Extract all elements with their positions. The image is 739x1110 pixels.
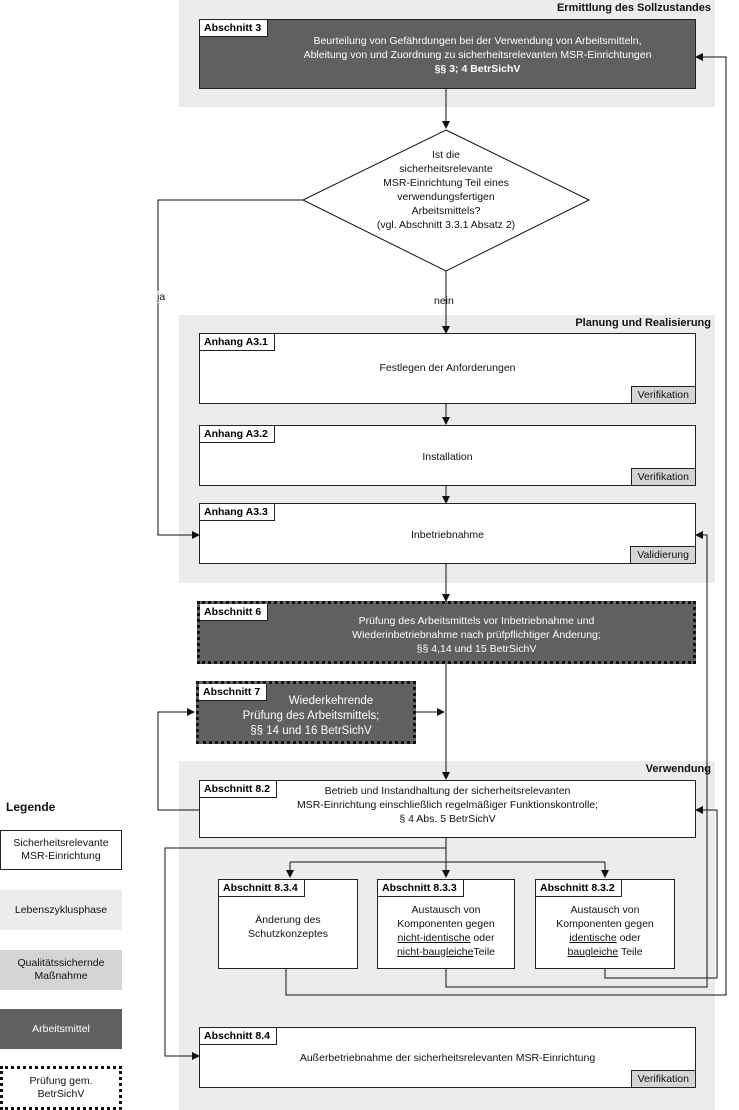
decision-line-4: verwendungsfertigen [397,191,495,203]
anhang-a33-tag: Anhang A3.3 [200,504,275,521]
abschnitt-834-tag: Abschnitt 8.3.4 [219,880,305,897]
decision-line-2: sicherheitsrelevante [399,163,493,175]
legend-item-msr-einrichtung: Sicherheitsrelevante MSR-Einrichtung [0,830,122,870]
abschnitt-7-line-1: Wiederkehrende [288,695,374,707]
abschnitt-832-underlined-1: identische [569,932,617,944]
label-ja: ja [155,291,168,303]
legend-item-1-line-1: Sicherheitsrelevante [13,837,109,849]
anhang-a31-text: Festlegen der Anforderungen [379,362,516,374]
legend-item-2-label: Lebenszyklusphase [14,903,108,916]
abschnitt-832-text-1: oder [616,932,641,944]
phase-title-planung: Planung und Realisierung [575,317,711,329]
anhang-a33-text: Inbetriebnahme [411,529,484,541]
abschnitt-833-line-1: Austausch von [411,904,481,916]
abschnitt-3-tag: Abschnitt 3 [200,20,269,37]
abschnitt-3-line-3: §§ 3; 4 BetrSichV [434,63,521,75]
abschnitt-832-text: Austausch von Komponenten gegen identisc… [536,903,674,959]
abschnitt-834-text: Änderung des Schutzkonzeptes [219,913,357,941]
label-nein: nein [434,295,454,307]
abschnitt-3-line-2: Ableitung von und Zuordnung zu sicherhei… [303,49,652,61]
abschnitt-3-box: Abschnitt 3 Beurteilung von Gefährdungen… [199,19,696,89]
abschnitt-7-line-3: §§ 14 und 16 BetrSichV [250,725,372,737]
legend-item-3-line-1: Qualitätssichernde [17,957,105,969]
decision-line-6: (vgl. Abschnitt 3.3.1 Absatz 2) [376,219,516,231]
legend-item-pruefung: Prüfung gem. BetrSichV [0,1066,122,1110]
phase-title-ermittlung: Ermittlung des Sollzustandes [556,2,711,14]
abschnitt-6-tag: Abschnitt 6 [200,604,269,621]
abschnitt-832-box: Abschnitt 8.3.2 Austausch von Komponente… [535,879,675,969]
legend-item-5-line-2: BetrSichV [37,1088,85,1100]
abschnitt-833-text-2: Teile [473,946,496,958]
anhang-a32-measure: Verifikation [630,468,695,485]
anhang-a31-box: Anhang A3.1 Festlegen der Anforderungen … [199,333,696,404]
abschnitt-832-line-3: identische oder [536,931,674,945]
abschnitt-7-line-2: Prüfung des Arbeitsmittels; [242,710,380,722]
phase-title-verwendung: Verwendung [645,763,711,775]
decision-line-1: Ist die [431,149,460,161]
legend-title: Legende [6,800,56,814]
anhang-a31-tag: Anhang A3.1 [200,334,275,351]
abschnitt-84-measure: Verifikation [630,1070,695,1087]
abschnitt-6-line-3: §§ 4,14 und 15 BetrSichV [416,643,537,655]
legend-item-5-line-1: Prüfung gem. [29,1075,93,1087]
abschnitt-6-text: Prüfung des Arbeitsmittels vor Inbetrieb… [260,614,693,656]
abschnitt-82-line-2: MSR-Einrichtung einschließlich regelmäßi… [296,799,599,811]
anhang-a31-measure: Verifikation [630,386,695,403]
abschnitt-82-tag: Abschnitt 8.2 [200,781,277,798]
abschnitt-82-line-1: Betrieb und Instandhaltung der sicherhei… [324,785,571,797]
legend-item-3-line-2: Maßnahme [34,970,88,982]
abschnitt-3-text: Beurteilung von Gefährdungen bei der Ver… [260,34,695,76]
abschnitt-833-line-3: nicht-identische oder [378,931,514,945]
legend-item-qualitaetssichernde-massnahme: Qualitätssichernde Maßnahme [0,950,122,990]
abschnitt-6-line-2: Wiederinbetriebnahme nach prüfpflichtige… [352,629,601,641]
abschnitt-832-line-4: baugleiche Teile [536,945,674,959]
legend-item-arbeitsmittel: Arbeitsmittel [0,1009,122,1049]
abschnitt-84-tag: Abschnitt 8.4 [200,1028,277,1045]
legend-item-lebenszyklusphase: Lebenszyklusphase [0,890,122,930]
abschnitt-833-text: Austausch von Komponenten gegen nicht-id… [378,903,514,959]
abschnitt-3-line-1: Beurteilung von Gefährdungen bei der Ver… [313,35,642,47]
abschnitt-832-line-2: Komponenten gegen [556,918,654,930]
abschnitt-834-line-2: Schutzkonzeptes [248,928,328,940]
anhang-a32-text: Installation [422,451,473,463]
decision-line-3: MSR-Einrichtung Teil eines [383,177,509,189]
abschnitt-833-line-2: Komponenten gegen [397,918,495,930]
anhang-a33-box: Anhang A3.3 Inbetriebnahme Validierung [199,503,696,564]
abschnitt-82-box: Abschnitt 8.2 Betrieb und Instandhaltung… [199,780,696,838]
abschnitt-833-text-1: oder [470,932,495,944]
abschnitt-832-tag: Abschnitt 8.3.2 [536,880,622,897]
anhang-a32-tag: Anhang A3.2 [200,426,275,443]
abschnitt-84-box: Abschnitt 8.4 Außerbetriebnahme der sich… [199,1027,696,1088]
abschnitt-84-text: Außerbetriebnahme der sicherheitsrelevan… [299,1052,596,1064]
abschnitt-6-box: Abschnitt 6 Prüfung des Arbeitsmittels v… [197,601,696,664]
anhang-a33-measure: Validierung [630,546,695,563]
legend: Legende Sicherheitsrelevante MSR-Einrich… [0,798,125,1110]
abschnitt-832-underlined-2: baugleiche [567,946,619,958]
abschnitt-82-line-3: § 4 Abs. 5 BetrSichV [399,813,496,825]
abschnitt-834-box: Abschnitt 8.3.4 Änderung des Schutzkonze… [218,879,358,969]
abschnitt-832-line-1: Austausch von [570,904,640,916]
abschnitt-7-box: Abschnitt 7 Wiederkehrende Prüfung des A… [196,681,416,744]
abschnitt-833-box: Abschnitt 8.3.3 Austausch von Komponente… [377,879,515,969]
anhang-a32-box: Anhang A3.2 Installation Verifikation [199,425,696,486]
abschnitt-6-line-1: Prüfung des Arbeitsmittels vor Inbetrieb… [358,615,595,627]
abschnitt-834-line-1: Änderung des [255,914,321,926]
abschnitt-833-tag: Abschnitt 8.3.3 [378,880,464,897]
abschnitt-82-text: Betrieb und Instandhaltung der sicherhei… [200,784,695,826]
abschnitt-7-text: Wiederkehrende Prüfung des Arbeitsmittel… [209,694,413,739]
abschnitt-7-tag: Abschnitt 7 [199,684,268,701]
abschnitt-833-line-4: nicht-baugleicheTeile [378,945,514,959]
abschnitt-832-text-2: Teile [618,946,643,958]
abschnitt-833-underlined-2: nicht-baugleiche [396,946,474,958]
decision-line-5: Arbeitsmittels? [411,205,481,217]
decision-question: Ist die sicherheitsrelevante MSR-Einrich… [336,148,556,232]
legend-item-4-label: Arbeitsmittel [32,1022,90,1035]
abschnitt-833-underlined-1: nicht-identische [397,932,471,944]
legend-item-1-line-2: MSR-Einrichtung [21,850,101,862]
